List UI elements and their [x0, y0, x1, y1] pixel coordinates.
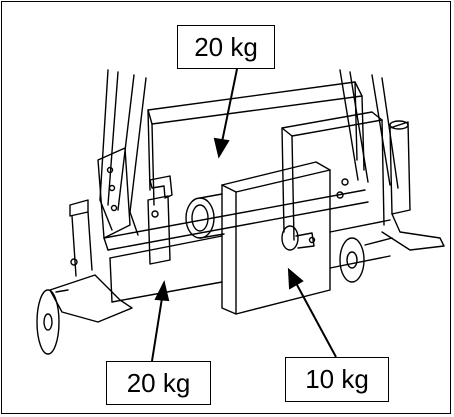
annotation-arrows — [151, 68, 337, 362]
weight-label-bottom-right: 10 kg — [285, 357, 389, 402]
weight-plate-bottom-20kg — [109, 219, 391, 303]
right-caster — [339, 120, 445, 283]
left-bracket — [97, 147, 131, 239]
cylinder — [185, 193, 225, 239]
right-mast — [339, 69, 399, 189]
carriage-bar — [103, 178, 369, 251]
weight-plate-top-20kg — [147, 81, 365, 206]
arrow-head-bottom-right — [287, 267, 304, 290]
weight-label-top: 20 kg — [177, 25, 275, 69]
left-hook — [149, 175, 173, 199]
left-mast — [99, 69, 147, 236]
left-caster — [36, 199, 133, 355]
weight-block-right-rear — [281, 111, 385, 241]
weight-block-front-10kg — [221, 161, 331, 315]
weight-label-bottom-left: 20 kg — [106, 361, 211, 405]
center-hook — [147, 195, 171, 265]
arrow-head-top — [213, 137, 230, 159]
arrow-head-bottom-left — [154, 280, 170, 302]
